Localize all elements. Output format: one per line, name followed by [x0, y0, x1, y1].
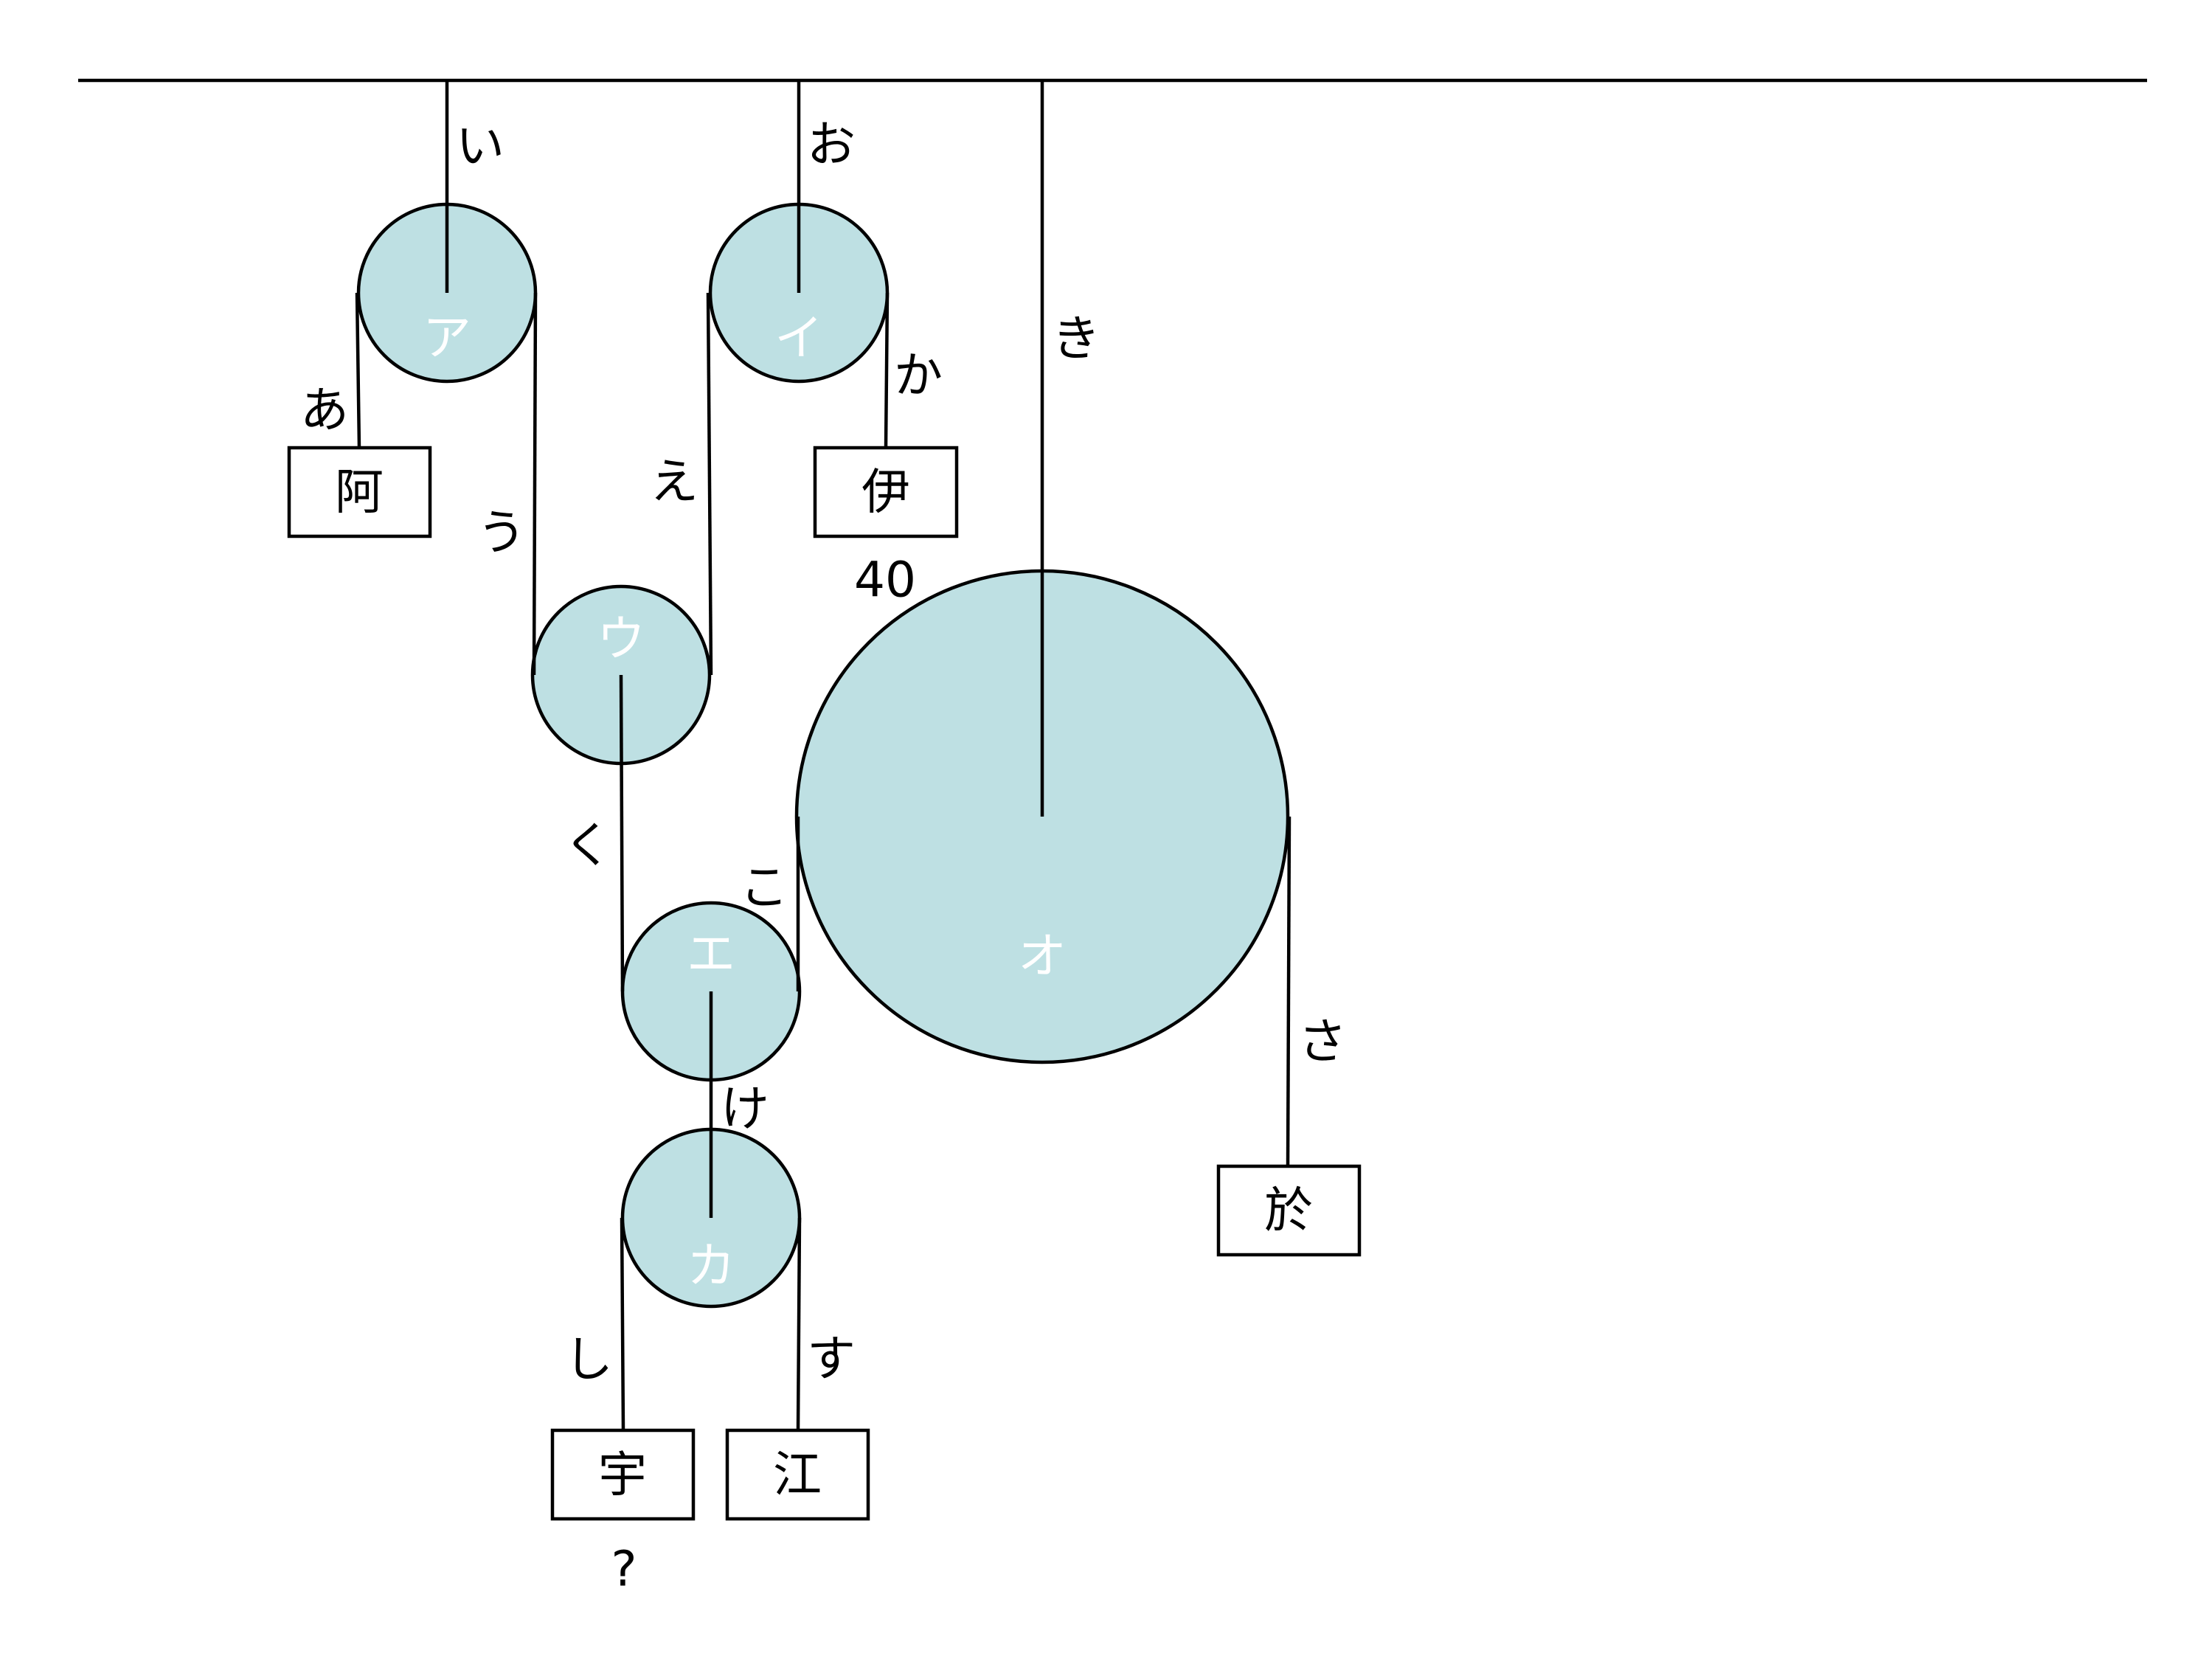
weight-i-value: 40 — [854, 552, 916, 609]
rope-sa-label: さ — [1298, 1014, 1347, 1070]
rope-u-label: う — [477, 505, 526, 561]
rope-sa — [1286, 816, 1292, 1167]
rope-ku — [619, 674, 625, 992]
rope-e-label: え — [650, 454, 698, 510]
rope-a-label: あ — [300, 382, 349, 439]
rope-ku-label: く — [564, 817, 612, 874]
weight-i-box — [813, 446, 959, 538]
weight-o-label: 於 — [1264, 1182, 1313, 1239]
weight-i-label: 伊 — [861, 464, 910, 521]
weight-a-label: 阿 — [335, 464, 384, 521]
weight-a-box — [287, 446, 432, 538]
rope-e — [706, 292, 713, 676]
weight-e-box — [725, 1428, 870, 1521]
rope-shi-label: し — [564, 1331, 613, 1388]
rope-a — [355, 292, 361, 448]
rope-ke-label: け — [721, 1081, 769, 1137]
rope-ka-label: か — [894, 347, 943, 404]
rope-shi — [620, 1217, 625, 1431]
rope-ka — [884, 292, 890, 448]
weight-e-label: 江 — [773, 1447, 822, 1503]
pulley-u-label: ウ — [597, 611, 645, 668]
rope-ko-label: こ — [740, 859, 788, 916]
rope-i-label: い — [456, 118, 505, 175]
weight-u-box — [550, 1428, 696, 1521]
rope-su-label: す — [807, 1331, 856, 1388]
pulley-i-label: イ — [774, 310, 823, 367]
unknown-marker: ? — [611, 1541, 637, 1598]
rope-su — [796, 1217, 802, 1431]
pulley-e-label: エ — [687, 926, 735, 983]
rope-u — [532, 292, 538, 676]
weight-o-box — [1216, 1164, 1362, 1257]
rope-ki-label: き — [1052, 311, 1100, 367]
weight-u-label: 宇 — [598, 1447, 647, 1503]
pulley-ka-label: カ — [687, 1238, 735, 1295]
pulley-o-label: オ — [1018, 928, 1067, 985]
pulley-a-label: ア — [423, 310, 471, 367]
rope-o-label: お — [807, 117, 856, 173]
